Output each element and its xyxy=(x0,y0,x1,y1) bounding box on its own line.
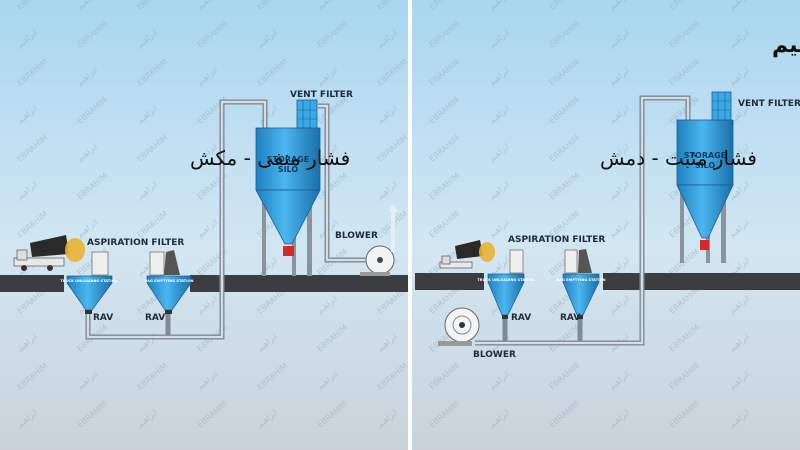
truck-unloading-hopper: TRUCK UNLOADING STATION xyxy=(60,251,118,314)
exhaust-arrow-icon xyxy=(388,204,398,212)
silo-label: STORAGE xyxy=(684,151,726,160)
conveying-pipeline xyxy=(475,95,691,346)
aspiration-filter-unit xyxy=(509,249,524,274)
rotary-airlock-valve xyxy=(85,310,92,314)
brand-logo: ابراهیم xyxy=(772,33,800,58)
silo-label: SILO xyxy=(278,165,299,174)
ground xyxy=(415,273,484,290)
panel-negative-pressure: EBRAHIMابراهیمEBRAHIMابراهیمEBRAHIMابراه… xyxy=(0,0,409,450)
watermark-text: ابراهیم xyxy=(76,0,99,12)
station-label: TRUCK UNLOADING STATION xyxy=(60,279,117,283)
aspiration-filter-label: ASPIRATION FILTER xyxy=(508,235,605,245)
ground xyxy=(190,275,408,292)
watermark-text: ابراهیم xyxy=(488,0,511,12)
watermark-text: ابراهیم xyxy=(316,0,339,12)
blower xyxy=(360,204,398,276)
rav-label: RAV xyxy=(145,313,165,323)
ground xyxy=(603,273,800,290)
station-label: BAG EMPTYING STATION xyxy=(556,278,605,282)
panel-title: فشار مثبت - دمش xyxy=(600,146,757,170)
panel-title: فشار منفی - مکش xyxy=(190,146,350,170)
bag-emptying-hopper: BAG EMPTYING STATION xyxy=(556,249,606,319)
rav-label: RAV xyxy=(93,313,113,323)
truck-unloading-hopper: TRUCK UNLOADING STATION xyxy=(477,249,535,319)
rotary-valve xyxy=(283,246,294,256)
rav-label: RAV xyxy=(511,313,531,323)
aspiration-filter-unit xyxy=(91,251,109,276)
ground xyxy=(0,275,64,292)
vent-filter-label: VENT FILTER xyxy=(290,90,353,100)
vent-filter xyxy=(296,99,318,129)
panel-positive-pressure: EBRAHIMابراهیمEBRAHIMابراهیمEBRAHIMابراه… xyxy=(412,0,800,450)
panel-divider xyxy=(408,0,412,450)
rotary-airlock-valve xyxy=(502,315,508,319)
station-label: TRUCK UNLOADING STATION xyxy=(477,278,534,282)
watermark-text: ابراهیم xyxy=(608,0,631,12)
dump-truck xyxy=(439,240,495,269)
rotary-valve xyxy=(700,240,709,250)
watermark-text: ابراهیم xyxy=(196,0,219,12)
rotary-airlock-valve xyxy=(577,315,583,319)
blower xyxy=(438,307,480,346)
panel-background xyxy=(412,0,800,450)
vent-filter-label: VENT FILTER xyxy=(738,99,800,109)
bag-emptying-hopper: BAG EMPTYING STATION xyxy=(144,250,194,314)
panel-background xyxy=(0,0,408,450)
storage-silo: STORAGE SILO xyxy=(676,91,734,263)
blower-label: BLOWER xyxy=(473,350,516,360)
rav-label: RAV xyxy=(560,313,580,323)
storage-silo: STORAGE SILO xyxy=(255,99,321,276)
station-label: BAG EMPTYING STATION xyxy=(144,279,193,283)
aspiration-filter-label: ASPIRATION FILTER xyxy=(87,238,184,248)
conveying-pipeline xyxy=(85,99,366,340)
rotary-airlock-valve xyxy=(165,310,172,314)
dump-truck xyxy=(13,235,85,271)
silo-label: STORAGE xyxy=(267,155,309,164)
blower-label: BLOWER xyxy=(335,231,378,241)
silo-label: SILO xyxy=(695,161,716,170)
vent-filter xyxy=(711,91,732,121)
watermark-text: ابراهیم xyxy=(728,0,751,12)
